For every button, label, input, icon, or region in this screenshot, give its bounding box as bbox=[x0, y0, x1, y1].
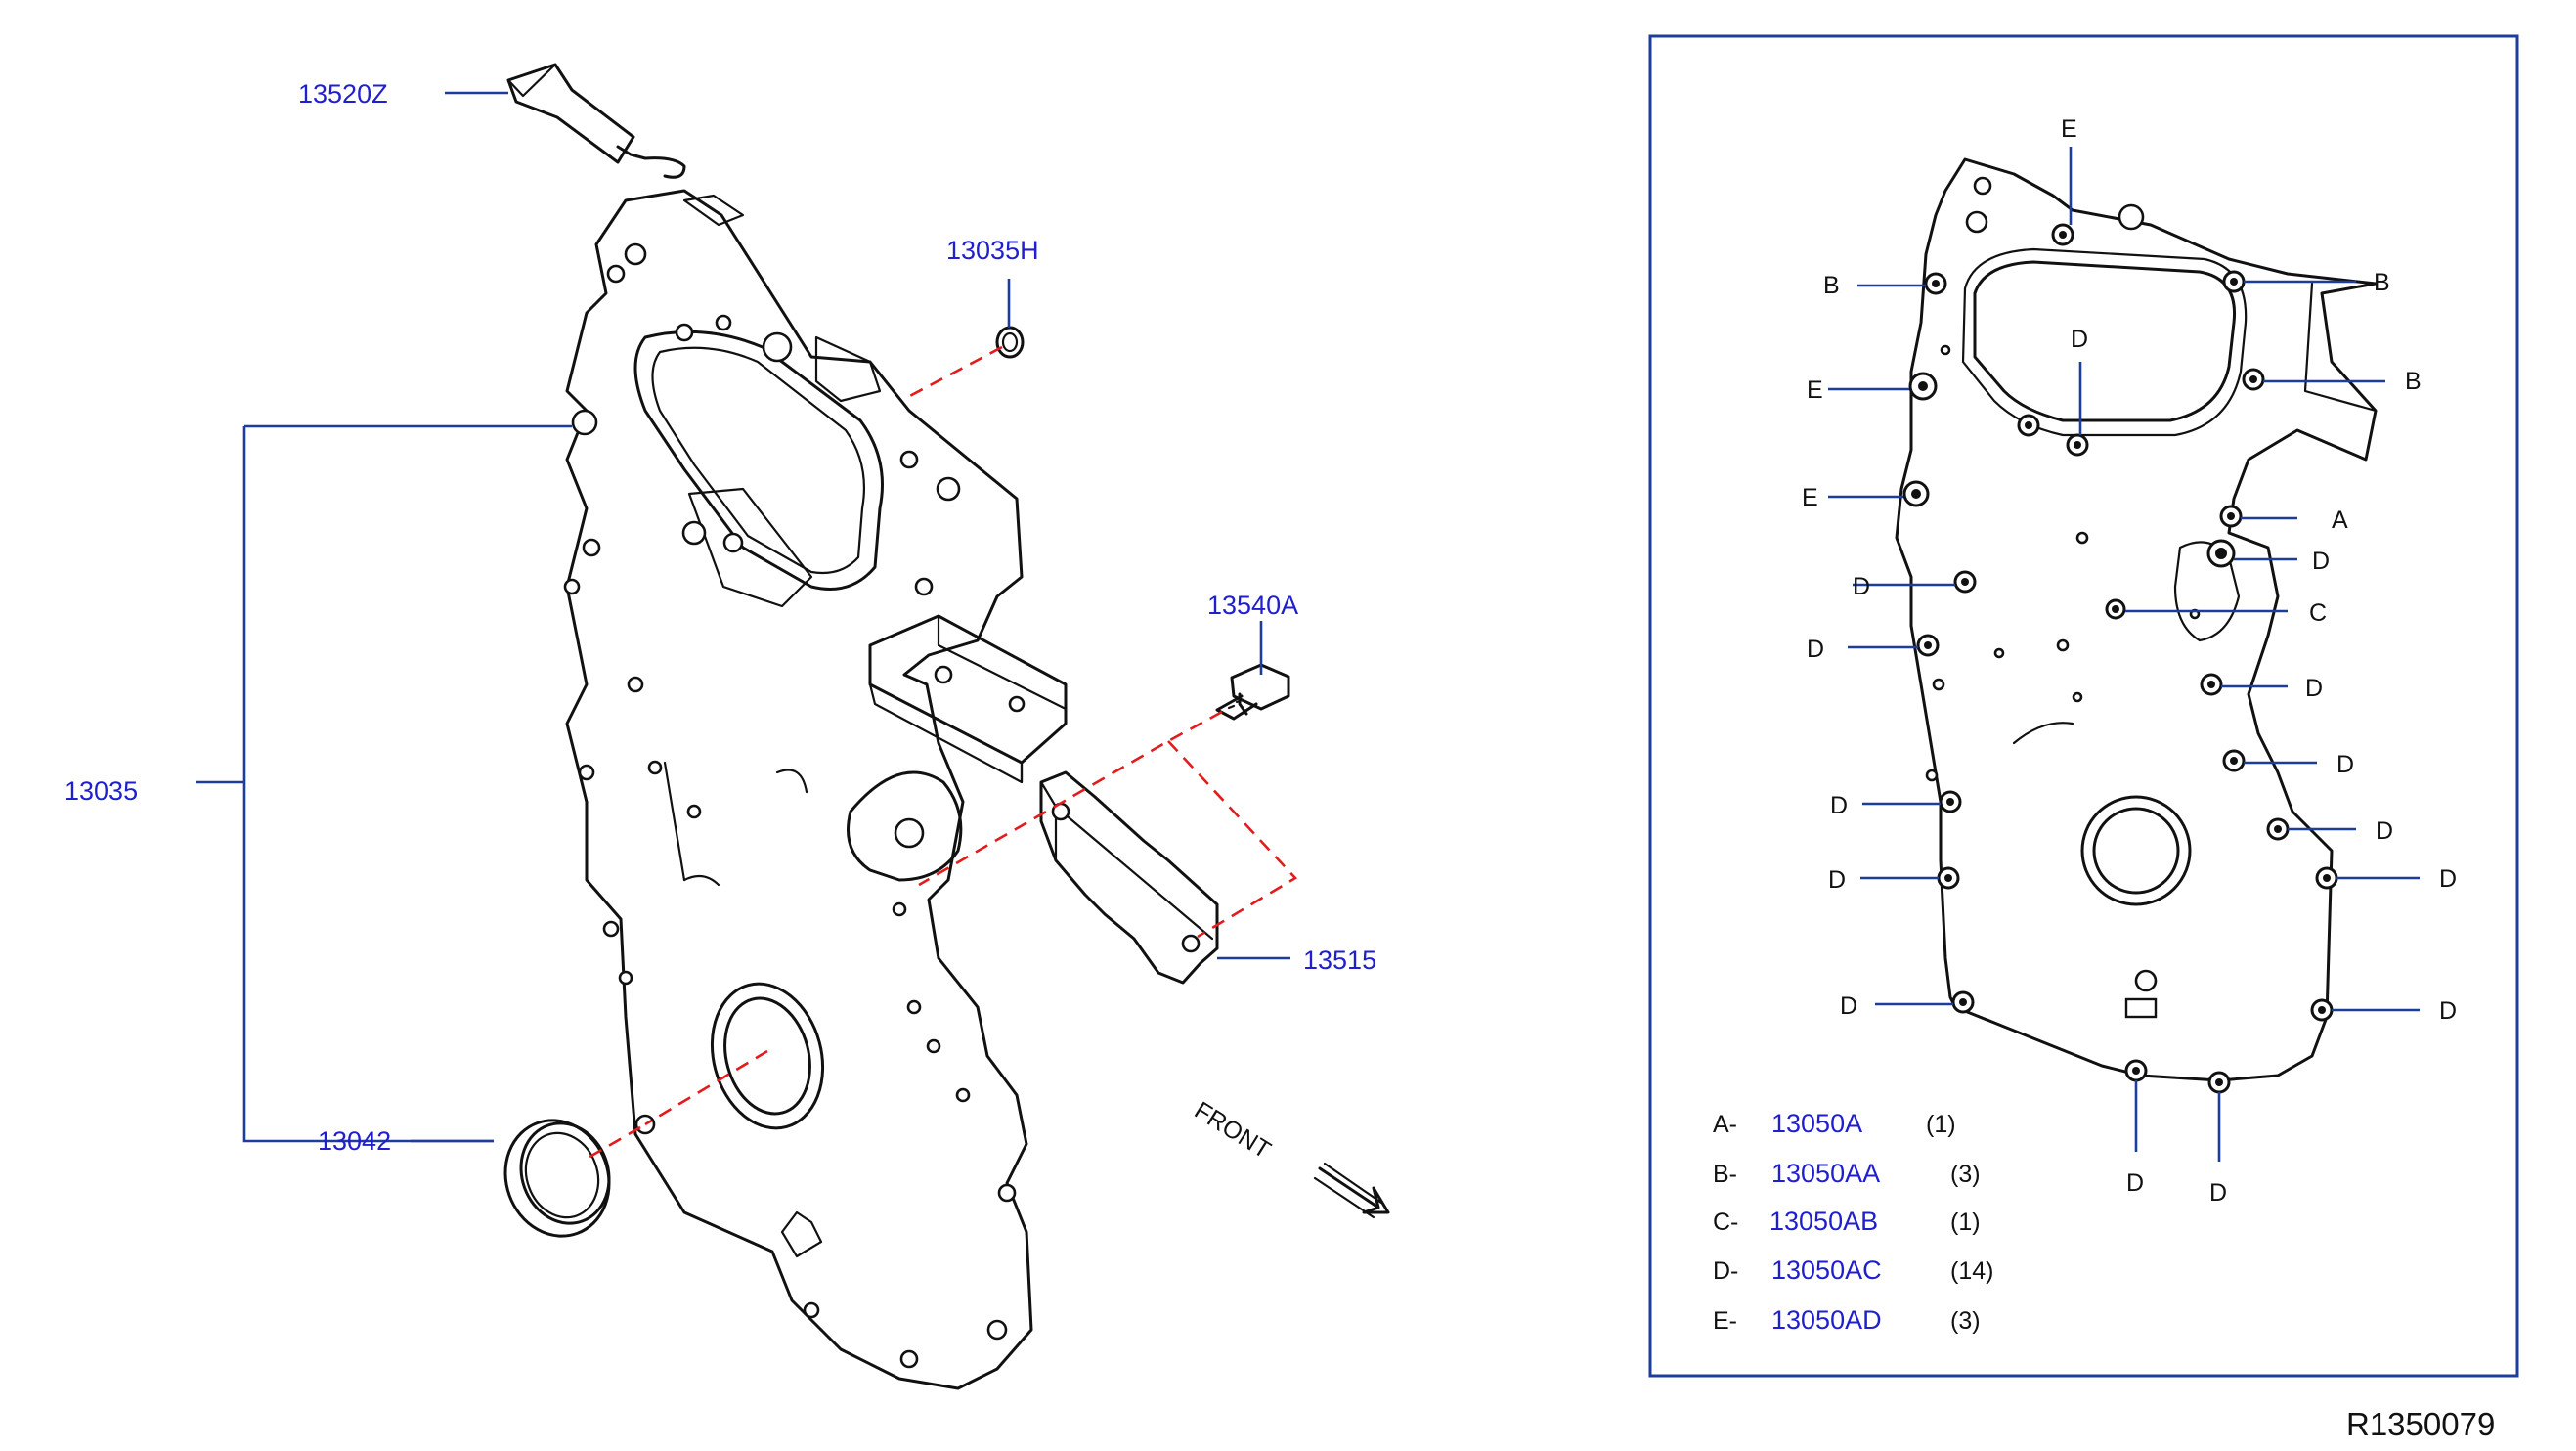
bolt-label-a: A bbox=[2332, 506, 2348, 534]
legend-part-no: 13050AA bbox=[1771, 1159, 1880, 1188]
legend-qty: (14) bbox=[1950, 1257, 1993, 1285]
bolt-legend: A- 13050A (1) B- 13050AA (3) C- 13050AB … bbox=[1713, 1109, 1993, 1335]
bolt-label-b: B bbox=[2405, 368, 2422, 395]
front-arrow-icon bbox=[1313, 1162, 1390, 1219]
bolt-label-d: D bbox=[2439, 997, 2457, 1025]
front-cover-front-view-icon bbox=[1895, 157, 2378, 1082]
liquid-gasket-tube-icon bbox=[506, 63, 686, 179]
callout-13515: 13515 bbox=[1303, 945, 1376, 975]
bolt-label-d: D bbox=[2336, 751, 2354, 778]
legend-qty: (1) bbox=[1926, 1111, 1956, 1138]
front-direction-label: FRONT bbox=[1190, 1096, 1276, 1164]
legend-letter: E- bbox=[1713, 1307, 1737, 1335]
legend-letter: D- bbox=[1713, 1257, 1738, 1285]
callout-13035: 13035 bbox=[65, 776, 138, 806]
callout-13035H: 13035H bbox=[946, 236, 1039, 265]
bolt-label-d: D bbox=[1807, 636, 1824, 663]
legend-qty: (3) bbox=[1950, 1161, 1981, 1188]
bolt-label-d: D bbox=[1828, 866, 1846, 894]
bolt-label-d: D bbox=[2439, 865, 2457, 893]
bolt-label-d: D bbox=[1830, 792, 1848, 819]
bolt-label-d: D bbox=[1840, 992, 1857, 1020]
bolt-label-d: D bbox=[2312, 548, 2330, 575]
bolt-markers bbox=[1902, 223, 2338, 1094]
oil-seal-icon bbox=[503, 1119, 611, 1238]
bolt-label-b: B bbox=[1823, 272, 1840, 299]
cover-plate-icon bbox=[1039, 770, 1219, 985]
legend-part-no: 13050AB bbox=[1769, 1207, 1878, 1236]
diagram-reference: R1350079 bbox=[2346, 1406, 2495, 1442]
bolt-label-e: E bbox=[1807, 376, 1823, 404]
bolt-label-e: E bbox=[1802, 484, 1818, 511]
bolt-location-frame bbox=[1648, 34, 2519, 1378]
bolt-label-c: C bbox=[2309, 599, 2327, 627]
bolt-label-d: D bbox=[2305, 675, 2323, 702]
legend-qty: (1) bbox=[1950, 1209, 1981, 1236]
legend-qty: (3) bbox=[1950, 1307, 1981, 1335]
o-ring-icon bbox=[995, 326, 1025, 359]
bolt-label-d: D bbox=[2071, 326, 2088, 353]
bolt-13540A-icon bbox=[1215, 663, 1290, 721]
alignment-lines bbox=[586, 345, 1298, 1161]
bolt-label-e: E bbox=[2061, 115, 2077, 143]
callout-13540A: 13540A bbox=[1207, 591, 1298, 620]
legend-letter: B- bbox=[1713, 1161, 1737, 1188]
legend-part-no: 13050AD bbox=[1771, 1305, 1882, 1335]
legend-letter: C- bbox=[1713, 1209, 1738, 1236]
bolt-label-d: D bbox=[2376, 817, 2393, 845]
legend-part-no: 13050AC bbox=[1771, 1255, 1882, 1285]
callout-13042: 13042 bbox=[318, 1126, 391, 1156]
bolt-label-b: B bbox=[2374, 269, 2390, 296]
front-cover-icon bbox=[563, 189, 1068, 1390]
bolt-label-d: D bbox=[2126, 1169, 2144, 1197]
bolt-letter-labels: E B B B E D E A D C D D D D D D D D D D … bbox=[1802, 115, 2457, 1207]
callout-13520Z: 13520Z bbox=[298, 79, 388, 109]
bolt-label-d: D bbox=[2209, 1179, 2227, 1207]
legend-part-no: 13050A bbox=[1771, 1109, 1862, 1138]
bolt-leader-lines bbox=[1828, 147, 2420, 1162]
leader-lines bbox=[196, 91, 1290, 1143]
legend-letter: A- bbox=[1713, 1111, 1737, 1138]
bolt-label-d: D bbox=[1853, 573, 1870, 600]
